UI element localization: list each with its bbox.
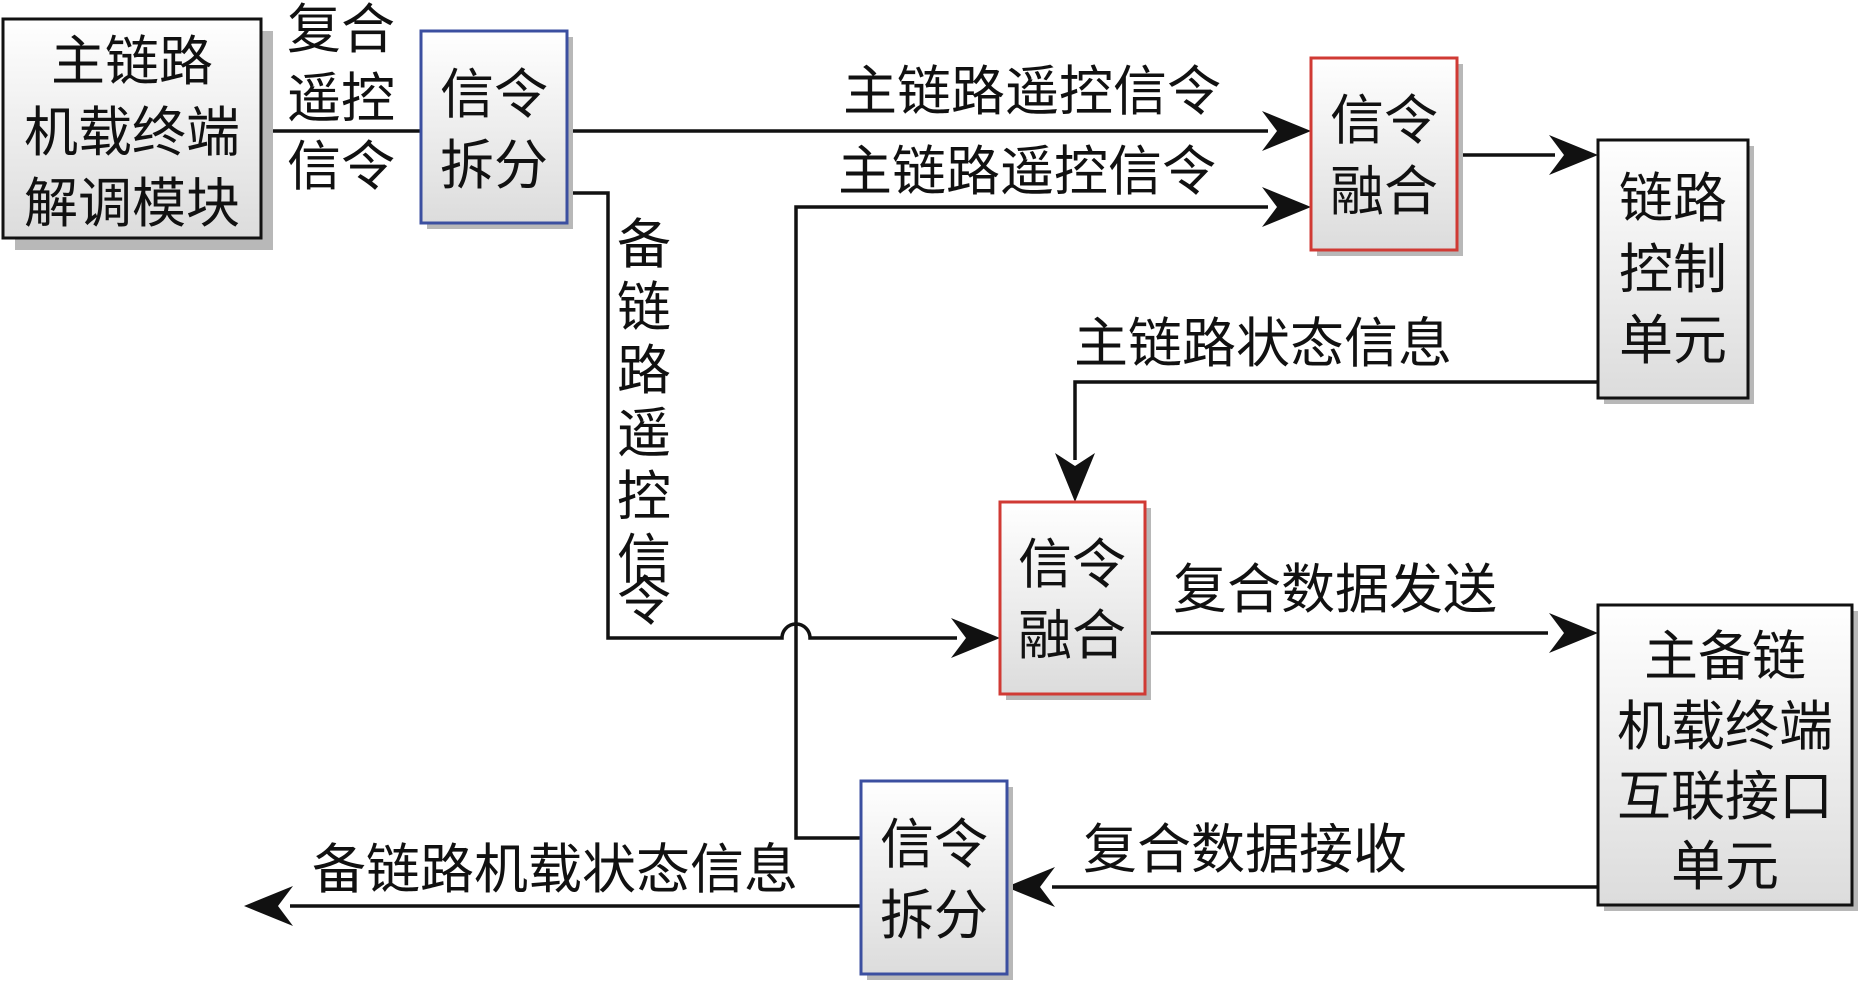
block-split-bottom-line-1: 信令 <box>880 813 988 876</box>
block-interconnect-line-4: 单元 <box>1671 835 1779 898</box>
block-link-control-line-1: 链路 <box>1619 167 1727 230</box>
block-main-demod: 主链路 机载终端 解调模块 <box>1 17 273 250</box>
label-backup-remote-char-1: 备 <box>617 213 671 276</box>
arrowhead-fuse-mid-left <box>951 618 1000 658</box>
block-fuse-mid-line-1: 信令 <box>1018 533 1126 596</box>
block-fuse-mid-frame <box>998 500 1147 696</box>
block-interconnect-line-3: 互联接口 <box>1617 765 1833 828</box>
label-composite-recv: 复合数据接收 <box>1083 818 1407 881</box>
label-backup-remote-char-2: 链 <box>617 276 671 339</box>
block-interconnect-line-2: 机载终端 <box>1617 695 1833 758</box>
label-composite-remote-line-2: 遥控 <box>287 67 395 130</box>
block-main-demod-line-1: 主链路 <box>51 30 213 93</box>
arrowhead-interconnect <box>1549 613 1598 653</box>
label-backup-remote-char-4: 遥 <box>617 402 671 465</box>
block-link-control-frame <box>1596 138 1750 400</box>
block-link-control: 链路 控制 单元 <box>1596 138 1754 404</box>
label-backup-remote-char-5: 控 <box>617 465 671 528</box>
label-composite-remote-line-1: 复合 <box>287 0 395 61</box>
label-main-remote-2: 主链路遥控信令 <box>838 140 1216 203</box>
block-main-demod-line-2: 机载终端 <box>24 101 240 164</box>
block-fuse-top-line-2: 融合 <box>1330 160 1438 223</box>
block-split-top-line-1: 信令 <box>440 63 548 126</box>
arrowhead-fuse-mid-top <box>1055 453 1095 502</box>
block-split-bottom-frame <box>859 779 1009 976</box>
label-backup-status: 备链路机载状态信息 <box>312 838 798 901</box>
label-backup-remote: 备 链 路 遥 控 信 令 <box>617 213 671 633</box>
wire-split-to-fuse-mid <box>567 191 957 640</box>
block-interconnect: 主备链 机载终端 互联接口 单元 <box>1596 603 1858 911</box>
arrowhead-backup-status <box>244 886 293 926</box>
block-split-top-frame <box>419 29 569 225</box>
block-fuse-mid-line-2: 融合 <box>1018 604 1126 667</box>
arrowhead-fuse-top-1 <box>1262 111 1311 151</box>
block-fuse-top: 信令 融合 <box>1309 56 1463 256</box>
label-composite-send: 复合数据发送 <box>1173 558 1497 621</box>
block-fuse-mid: 信令 融合 <box>998 500 1151 700</box>
block-link-control-line-3: 单元 <box>1619 309 1727 372</box>
arrowhead-split-bottom <box>1006 867 1055 907</box>
arrowhead-link-ctrl <box>1549 135 1598 175</box>
block-fuse-top-frame <box>1309 56 1459 252</box>
block-split-bottom-line-2: 拆分 <box>880 884 988 947</box>
block-interconnect-frame <box>1596 603 1854 907</box>
block-main-demod-frame <box>1 17 263 240</box>
block-main-demod-line-3: 解调模块 <box>24 172 240 235</box>
block-interconnect-line-1: 主备链 <box>1644 625 1806 688</box>
block-split-top: 信令 拆分 <box>419 29 573 229</box>
label-backup-remote-char-7: 令 <box>617 570 671 633</box>
arrowhead-fuse-top-2 <box>1262 187 1311 227</box>
label-composite-remote-line-3: 信令 <box>287 135 395 198</box>
block-fuse-top-line-1: 信令 <box>1330 89 1438 152</box>
block-split-top-line-2: 拆分 <box>440 134 548 197</box>
wire-split-bottom-to-fuse-top <box>794 205 1012 840</box>
label-backup-remote-char-6: 信 <box>617 528 671 591</box>
block-link-control-line-2: 控制 <box>1619 238 1727 301</box>
wire-link-ctrl-to-fuse-mid <box>1073 380 1598 460</box>
label-backup-remote-char-3: 路 <box>617 339 671 402</box>
block-split-bottom: 信令 拆分 <box>859 779 1013 980</box>
label-main-remote-1: 主链路遥控信令 <box>843 60 1221 123</box>
label-main-status: 主链路状态信息 <box>1074 312 1452 375</box>
